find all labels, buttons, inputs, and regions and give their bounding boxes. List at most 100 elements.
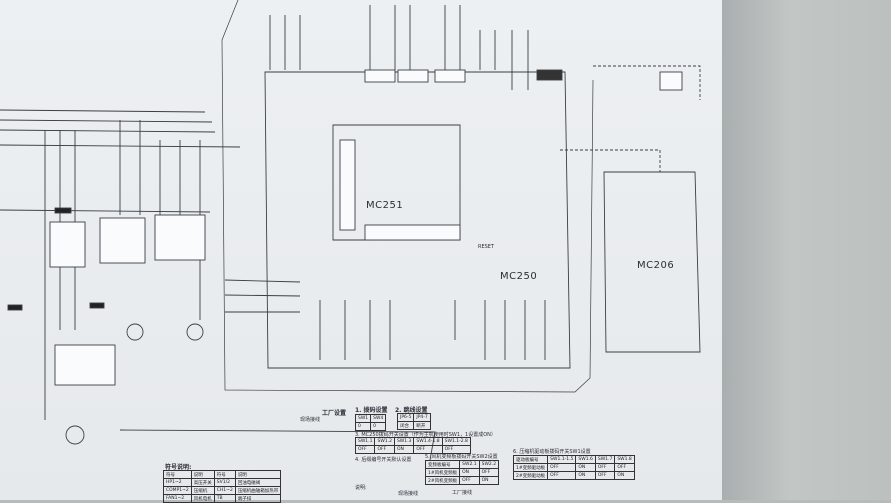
table-cell: OFF [594, 471, 616, 480]
table-cell: 风机电机 [190, 494, 215, 503]
table-cell: 2#变频驱动板 [512, 471, 549, 480]
table-cell: ON [575, 471, 596, 480]
bottom-wiring-label: 现场接线 [300, 417, 321, 423]
table-cell: 符号 [163, 470, 192, 479]
section3-title: 3. MC250拨码开关设置（作为主机使用时SW1，1设置成ON） [355, 432, 496, 438]
table-cell: SW1.1 [354, 437, 376, 446]
table-cell: 压缩机 [190, 486, 215, 495]
table-cell: ON [575, 463, 596, 472]
notes-title: 说明: [355, 485, 367, 491]
table-cell: ON [478, 476, 500, 485]
table-cell: TB [213, 494, 236, 503]
table-cell: SW1.8 [614, 455, 635, 464]
table-cell: 断开 [413, 421, 431, 430]
table-cell: SW1.1-2.8 [441, 437, 471, 446]
table-cell: JP6-5 [396, 413, 415, 422]
table-cell: OFF [547, 463, 577, 472]
table-cell: OFF [374, 445, 395, 454]
table-cell: ON [459, 468, 480, 477]
table-cell: OFF [547, 471, 577, 480]
enclosure-outline [221, 0, 594, 393]
section4-title: 4. 后缀编号开关默认设置 [355, 457, 412, 463]
relay-blocks [49, 69, 683, 386]
table-cell: 2#风机变频板 [424, 476, 461, 485]
table-cell: OFF [594, 463, 616, 472]
table-cell: 说明 [234, 470, 282, 479]
table-cell: SW1.3 [393, 437, 415, 446]
dashed-field-wiring [560, 65, 701, 172]
section5-title: 5. 风机变频板拨码开关SW2设置 [425, 454, 498, 460]
table-cell: 压缩机曲轴箱加热带 [234, 486, 282, 495]
factory-settings-title: 工厂设置 [322, 410, 347, 417]
board-label-mc250: MC250 [500, 271, 538, 282]
table-row: 符号说明符号说明 [163, 470, 282, 479]
table-cell: SW1.6 [575, 455, 596, 464]
table-cell: 1#变频驱动板 [512, 463, 549, 472]
section6-title: 6. 压缩机驱动板拨码开关SW1设置 [513, 449, 591, 455]
motors [65, 323, 204, 445]
table-cell: OFF [413, 445, 443, 454]
table-row: 闭合断开 [396, 421, 431, 430]
table-cell: SW4 [370, 414, 387, 423]
table-cell: 闭合 [396, 421, 415, 430]
reset-label: RESET [478, 244, 495, 250]
table-cell: SW1 [354, 414, 372, 423]
table-cell: SV1/2 [213, 478, 236, 487]
table-cell: SW2.2 [478, 460, 500, 469]
table-cell: OFF [478, 468, 500, 477]
table-cell: OFF [614, 463, 635, 472]
fuses [7, 207, 105, 311]
section1-title: 1. 拨码设置 [355, 407, 388, 414]
mc250-board-outline [264, 71, 571, 369]
table-cell: SW1.7 [594, 455, 616, 464]
table-cell: 1#风机变频板 [424, 468, 461, 477]
table-cell: OFF [354, 445, 376, 454]
table-cell: OFF [459, 476, 480, 485]
table-cell: JP4-7 [413, 413, 431, 422]
table-cell: FAN1~2 [163, 494, 192, 503]
mc206-board-outline [603, 171, 701, 353]
table-cell: SW1.2 [374, 437, 395, 446]
table-cell: 端子排 [234, 494, 282, 503]
table-cell: HP1~2 [163, 478, 192, 487]
table-cell: 驱动板编号 [512, 455, 549, 464]
table-cell: 符号 [213, 470, 236, 479]
table-cell: 高压开关 [190, 478, 215, 487]
table-cell: ON [393, 445, 415, 454]
table-cell: ON [614, 471, 635, 480]
bottom-outputs [319, 300, 546, 360]
table-cell: 回油电磁阀 [234, 478, 282, 487]
table-cell: SW2.1 [459, 460, 480, 469]
table-cell: 说明 [190, 470, 215, 479]
table-cell: OFF [441, 445, 471, 454]
table-cell: 变频板编号 [424, 460, 461, 469]
top-connectors [269, 5, 529, 90]
table-cell: COMP1~2 [163, 486, 192, 495]
table-cell: 0 [354, 422, 372, 431]
note-dashed: 现场接线 [398, 491, 419, 497]
table-cell: SW1.4-1.8 [413, 437, 443, 446]
table-cell: CH1~2 [213, 486, 236, 495]
section2-title: 2. 跳线设置 [395, 407, 428, 414]
table-cell: SW1.1-1.5 [547, 455, 577, 464]
note-solid: 工厂接线 [452, 490, 473, 496]
